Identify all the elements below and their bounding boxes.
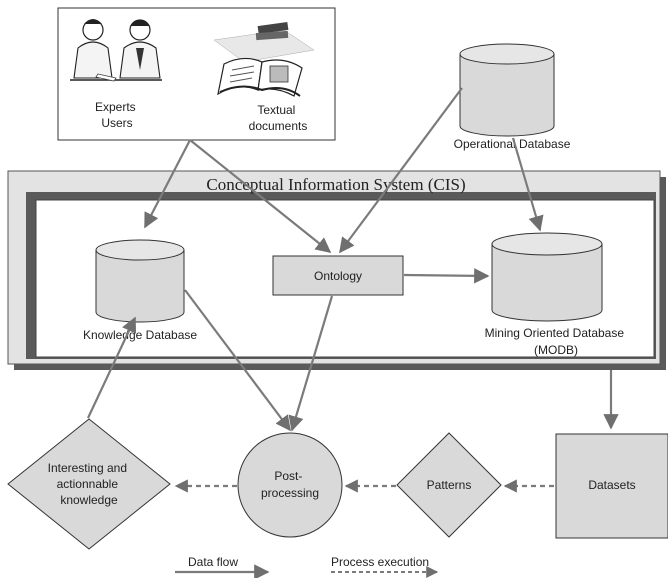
arrow-ontology-to-modb: [403, 268, 490, 284]
knowledge-diamond-label: Interesting and actionnable knowledge: [48, 461, 131, 507]
ontology-label: Ontology: [314, 269, 362, 283]
arrow-operational-to-modb: [511, 137, 544, 232]
experts-users-icon: [70, 19, 162, 82]
legend-data-flow-label: Data flow: [188, 555, 238, 569]
arrow-sources-to-ontology: [189, 139, 332, 253]
knowledge-database-label: Knowledge Database: [83, 328, 197, 342]
knowledge-diamond: [7, 418, 171, 550]
postprocessing-label: Post- processing: [261, 469, 319, 500]
operational-database-label: Operational Database: [454, 137, 571, 151]
arrow-ontology-to-postprocessing: [288, 295, 334, 432]
arrow-knowledge-to-knowledge-db: [87, 316, 137, 419]
data-flow-arrows: [87, 87, 619, 432]
modb-label: Mining Oriented Database (MODB): [485, 326, 628, 357]
textual-documents-label: Textual documents: [249, 103, 308, 133]
knowledge-database-cylinder: [95, 239, 185, 323]
patterns-label: Patterns: [427, 478, 472, 492]
datasets-box: [555, 433, 668, 539]
arrow-knowledge-db-to-postprocessing: [184, 289, 291, 432]
postprocessing-circle: [237, 432, 343, 538]
arrow-operational-to-ontology: [339, 87, 463, 254]
textual-documents-icon: [213, 21, 315, 97]
legend-process-execution-label: Process execution: [331, 555, 429, 569]
modb-cylinder: [491, 232, 603, 322]
cis-title: Conceptual Information System (CIS): [206, 175, 465, 194]
arrow-sources-to-knowledge-db: [144, 139, 191, 229]
experts-users-label: Experts Users: [95, 100, 139, 130]
patterns-diamond: [396, 432, 502, 538]
operational-database-cylinder: [459, 43, 555, 137]
legend: Data flow Process execution: [175, 555, 439, 578]
ontology-box: [272, 255, 404, 296]
datasets-label: Datasets: [588, 478, 635, 492]
